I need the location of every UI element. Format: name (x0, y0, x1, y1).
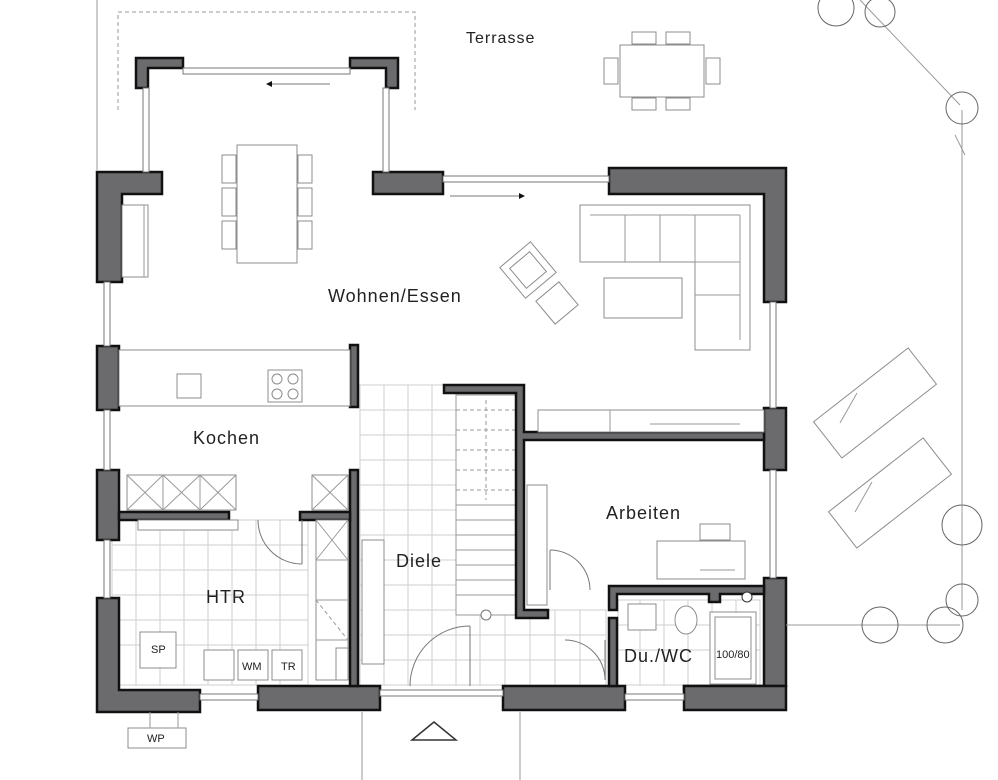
side-cabinet (121, 204, 149, 278)
garden-loungers (812, 347, 953, 549)
fixture-labels: SP WM TR 100/80 WP (147, 644, 750, 745)
label-washing-machine: WM (242, 661, 262, 673)
sideboard (537, 409, 765, 433)
interior-walls (117, 343, 766, 688)
label-shower: 100/80 (716, 649, 750, 661)
label-utility: HTR (206, 587, 246, 607)
staircase (455, 394, 517, 621)
armchairs (499, 241, 579, 325)
kitchen-island (118, 349, 351, 407)
label-outdoor-pump: WP (147, 733, 165, 745)
entrance (361, 712, 521, 780)
tile-grid-hall (359, 384, 607, 686)
study-desk (526, 484, 746, 606)
label-study: Arbeiten (606, 503, 681, 523)
label-hall: Diele (396, 551, 442, 571)
exterior-walls (95, 56, 788, 714)
bathroom-fixtures (627, 591, 757, 685)
garden-lines (786, 0, 963, 626)
utility-fittings (137, 519, 349, 681)
kitchen-cabinets (126, 474, 349, 511)
sofa (579, 204, 751, 351)
heat-pump-unit (127, 712, 187, 749)
doors (257, 519, 606, 687)
label-dryer: TR (281, 661, 296, 673)
dining-table (221, 144, 313, 264)
label-terrace: Terrasse (466, 30, 535, 47)
terrace-table (603, 31, 721, 111)
label-bath: Du./WC (624, 646, 693, 666)
windows (103, 67, 777, 701)
room-labels: Terrasse Wohnen/Essen Kochen Arbeiten Di… (193, 30, 693, 666)
label-storage-tank: SP (151, 644, 166, 656)
label-kitchen: Kochen (193, 428, 260, 448)
trees (817, 0, 983, 644)
hall-wardrobe (361, 539, 385, 665)
label-living: Wohnen/Essen (328, 286, 462, 306)
